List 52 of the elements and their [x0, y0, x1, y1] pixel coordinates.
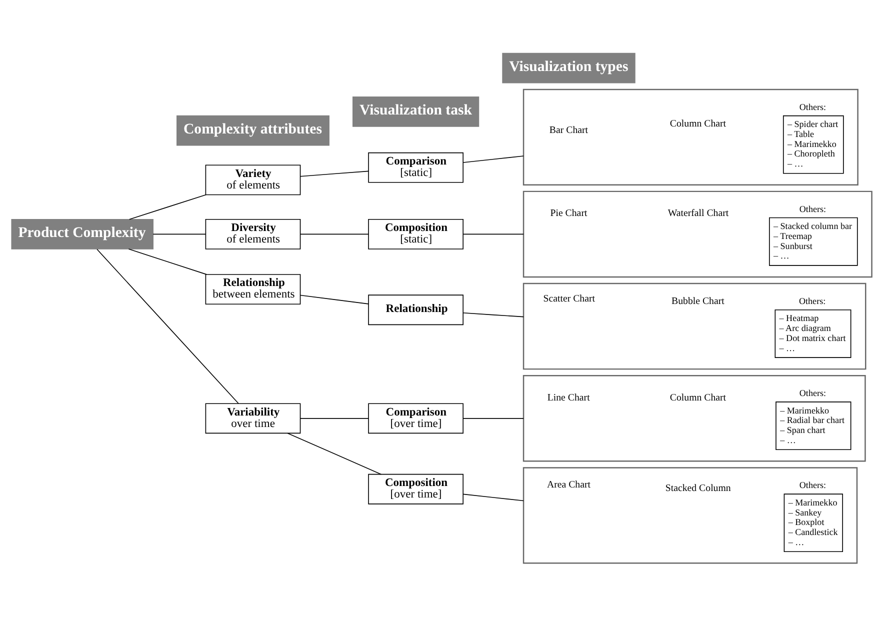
node-text: Column Chart: [670, 392, 726, 404]
node-label: Others:: [799, 296, 826, 306]
node-label: Others:: [799, 480, 826, 490]
connector: [300, 294, 369, 304]
node-box: Visualization types: [502, 52, 636, 84]
connector: [462, 234, 524, 235]
node-box: – Heatmap – Arc diagram – Dot matrix chart – …: [774, 309, 852, 358]
connector: [462, 418, 524, 419]
cluster: [522, 282, 866, 370]
node-text: Column Chart: [670, 118, 726, 130]
connector: [300, 418, 369, 419]
cluster: [522, 375, 866, 462]
node-text: Area Chart: [546, 480, 590, 491]
connector: [152, 234, 206, 235]
node-box: Diversity of elements: [205, 219, 301, 250]
node-text: Bubble Chart: [672, 296, 724, 308]
connector: [287, 432, 382, 475]
node-text: Waterfall Chart: [668, 208, 729, 220]
node-text: Stacked Column: [665, 482, 731, 494]
connector: [300, 234, 369, 235]
node-box: Composition [static]: [368, 219, 464, 250]
node-box: Complexity attributes: [176, 115, 330, 146]
node-box: – Spider chart – Table – Marimekko – Choropleth – …: [782, 115, 844, 174]
connector: [128, 248, 207, 275]
connector: [462, 494, 524, 502]
node-label: Others:: [799, 204, 826, 214]
node-box: Variability over time: [205, 403, 301, 434]
node-box: Variety of elements: [205, 164, 301, 196]
node-text: Line Chart: [547, 392, 590, 404]
node-box: Relationship: [368, 294, 464, 326]
node-box: Comparison [static]: [368, 152, 464, 183]
node-text: Bar Chart: [549, 125, 588, 136]
node-text: Pie Chart: [550, 208, 588, 220]
node-box: – Marimekko – Radial bar chart – Span chart – …: [776, 402, 852, 450]
connector: [128, 194, 206, 220]
node-label: Others:: [799, 102, 826, 112]
node-box: Product Complexity: [11, 219, 154, 250]
node-box: Visualization task: [352, 96, 480, 127]
node-text: Scatter Chart: [543, 294, 596, 305]
connector: [96, 248, 239, 404]
cluster: [522, 88, 858, 186]
cluster: [522, 190, 872, 278]
node-box: Comparison [over time]: [368, 403, 464, 434]
connector: [300, 170, 369, 177]
node-label: Others:: [799, 388, 826, 398]
node-box: – Marimekko – Sankey – Boxplot – Candlestick – …: [784, 494, 843, 552]
connector: [462, 156, 524, 163]
connector: [462, 312, 524, 318]
node-box: – Stacked column bar – Treemap – Sunburst – …: [769, 217, 858, 266]
node-box: Relationship between elements: [205, 274, 301, 305]
node-box: Composition [over time]: [368, 474, 464, 504]
cluster: [522, 467, 858, 564]
